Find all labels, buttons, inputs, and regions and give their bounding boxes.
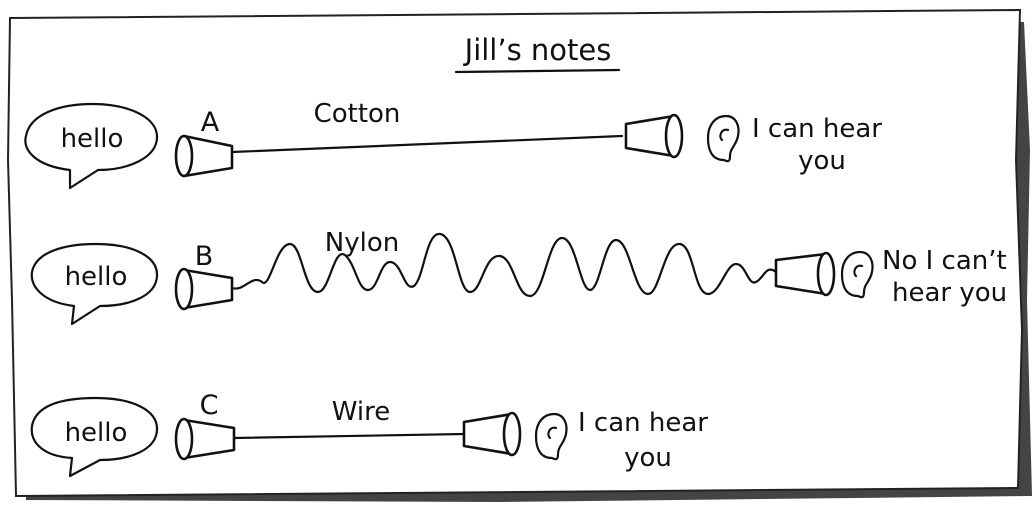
speech-text: hello (65, 418, 128, 448)
speech-bubble (24, 102, 159, 190)
result-line-2: hear you (892, 278, 1007, 308)
ear-icon (534, 412, 568, 461)
title-underline (454, 68, 621, 74)
cup-left (174, 417, 236, 461)
result-line-1: I can hear (578, 408, 708, 438)
row-c: hello C Wire I can hear you (30, 390, 708, 478)
cotton-string (230, 134, 624, 154)
row-letter: B (195, 241, 214, 272)
cup-right (462, 411, 522, 457)
cup-left (174, 134, 234, 178)
result-line-1: No I can’t (882, 246, 1007, 276)
speech-text: hello (65, 262, 128, 292)
row-letter: C (200, 390, 219, 421)
result-line-2: you (798, 146, 846, 176)
result-line-2: you (624, 443, 672, 473)
speech-text: hello (61, 124, 124, 154)
cup-right (774, 251, 836, 297)
page-title: Jill’s notes (463, 33, 612, 67)
row-a: hello A Cotton I can hear you (24, 99, 882, 190)
ear-icon (706, 114, 740, 163)
wire-string (232, 432, 466, 440)
material-label: Cotton (314, 99, 401, 129)
nylon-string-wavy (230, 232, 778, 298)
result-line-1: I can hear (752, 114, 882, 144)
material-label: Wire (332, 397, 390, 427)
cup-left (174, 267, 234, 311)
cup-right (624, 113, 684, 159)
row-letter: A (201, 107, 220, 138)
speech-bubble (30, 242, 159, 326)
ear-icon (840, 250, 874, 299)
speech-bubble (30, 396, 159, 478)
material-label: Nylon (325, 228, 399, 258)
row-b: hello B Nylon No I can’t hear you (30, 228, 1007, 326)
paper-sheet (6, 8, 1024, 498)
